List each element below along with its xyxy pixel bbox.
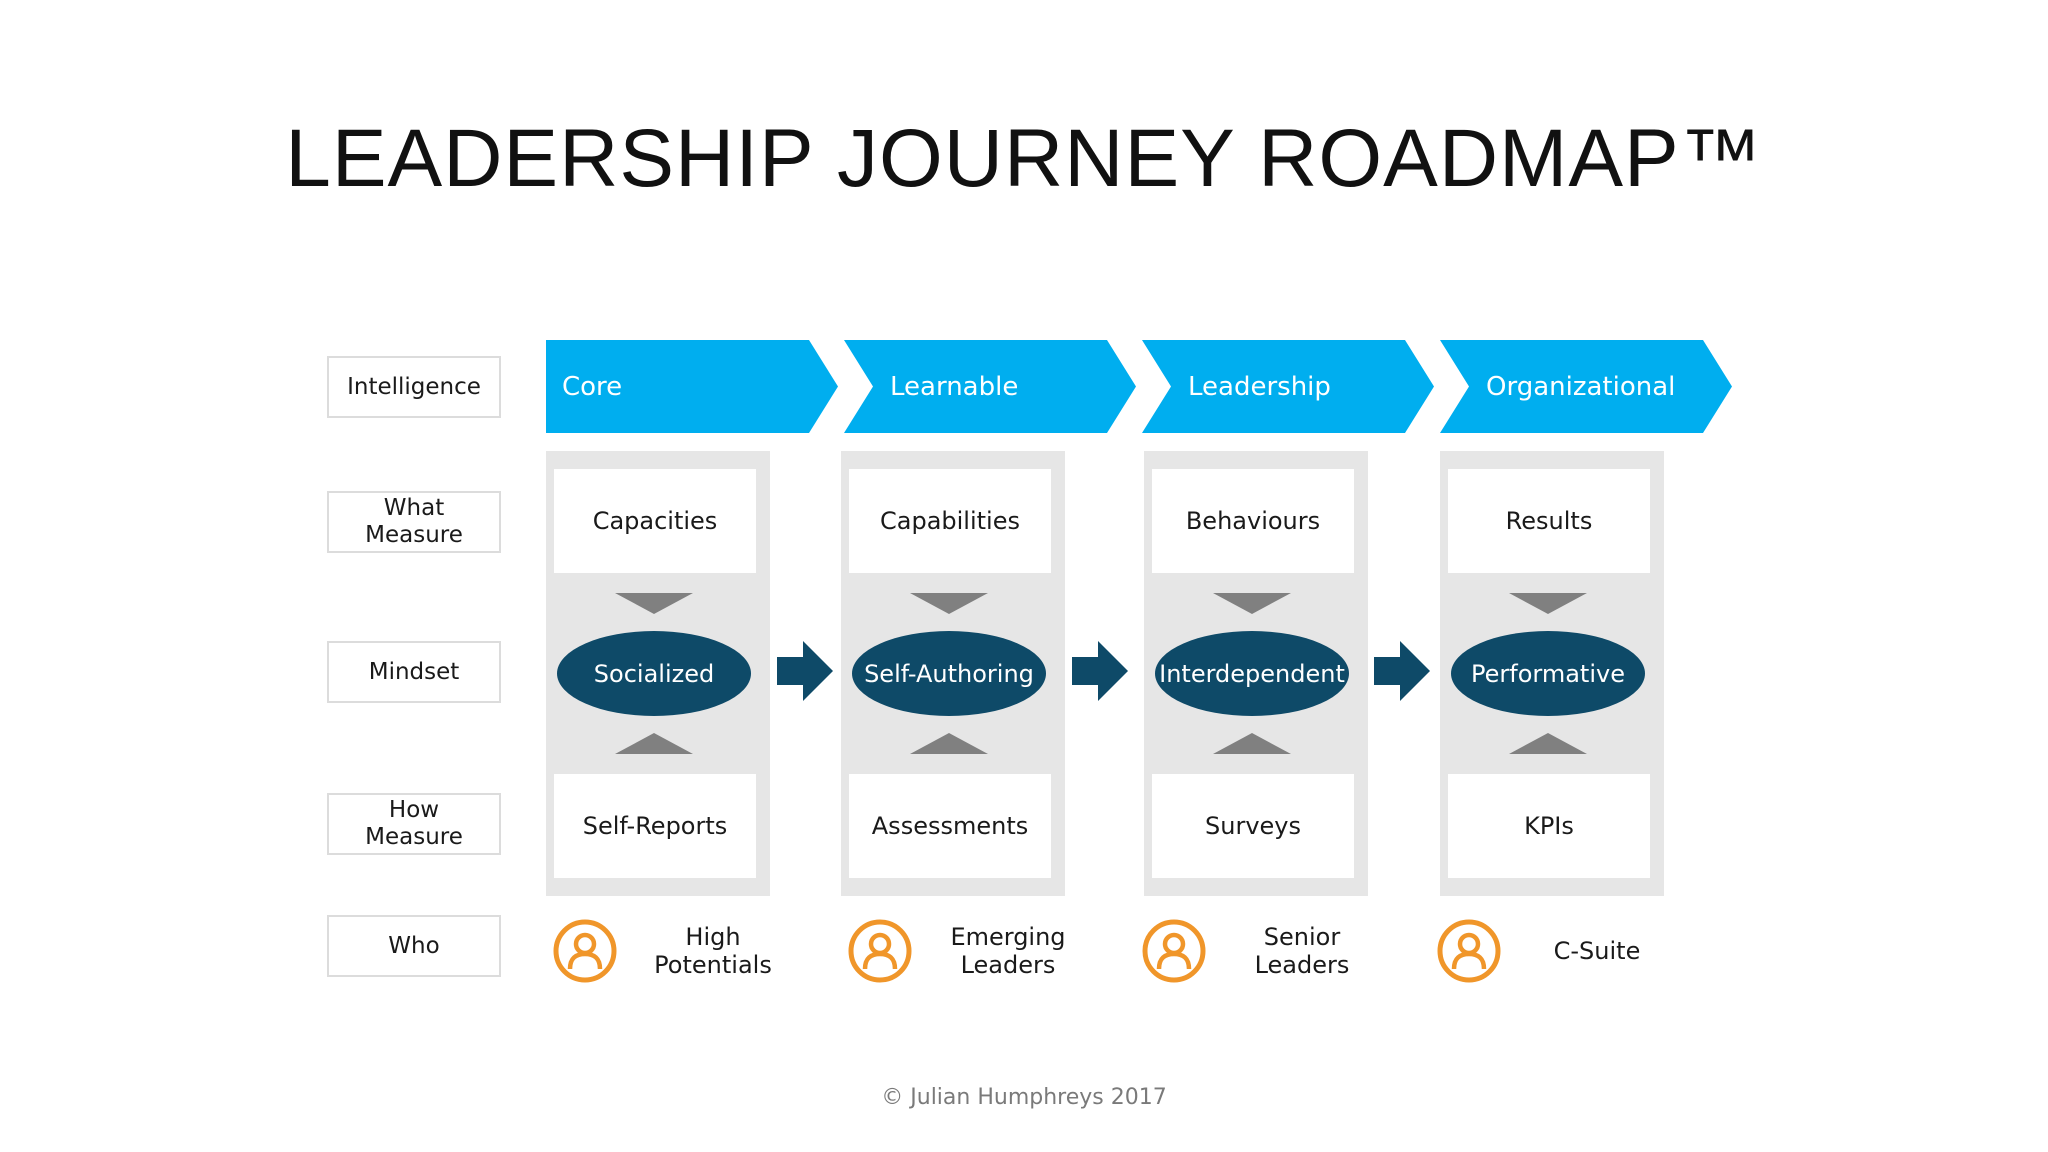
stage-column-4: Results Performative KPIs: [1440, 451, 1664, 896]
arrow-right-icon: [1374, 641, 1430, 701]
chevron-stage-2: Learnable: [844, 340, 1136, 433]
mindset-ellipse: Self-Authoring: [852, 631, 1046, 716]
arrow-right-icon: [777, 641, 833, 701]
chevron-label: Learnable: [890, 371, 1019, 402]
who-label: Emerging Leaders: [950, 923, 1066, 979]
who-label: C-Suite: [1553, 937, 1641, 965]
mindset-ellipse: Interdependent: [1155, 631, 1349, 716]
stage-column-3: Behaviours Interdependent Surveys: [1144, 451, 1368, 896]
stage-column-1: Capacities Socialized Self-Reports: [546, 451, 770, 896]
stage-column-2: Capabilities Self-Authoring Assessments: [841, 451, 1065, 896]
triangle-up-icon: [910, 733, 988, 754]
chevron-label: Organizational: [1486, 371, 1676, 402]
what-measure-card: Capabilities: [849, 469, 1051, 573]
what-measure-card: Results: [1448, 469, 1650, 573]
row-label-text: Intelligence: [347, 373, 481, 400]
what-measure-card: Capacities: [554, 469, 756, 573]
chevron-stage-4: Organizational: [1440, 340, 1732, 433]
row-label-mindset: Mindset: [327, 641, 501, 703]
person-circle-icon: [1437, 919, 1501, 983]
triangle-up-icon: [1509, 733, 1587, 754]
row-label-how-measure: How Measure: [327, 793, 501, 855]
triangle-down-icon: [1213, 593, 1291, 614]
person-circle-icon: [553, 919, 617, 983]
row-label-text: How Measure: [365, 797, 463, 850]
person-circle-icon: [848, 919, 912, 983]
how-measure-card: KPIs: [1448, 774, 1650, 878]
mindset-ellipse: Socialized: [557, 631, 751, 716]
chevron-stage-1: Core: [546, 340, 838, 433]
row-label-what-measure: What Measure: [327, 491, 501, 553]
triangle-up-icon: [1213, 733, 1291, 754]
row-label-intelligence: Intelligence: [327, 356, 501, 418]
chevron-label: Leadership: [1188, 371, 1331, 402]
row-label-text: Mindset: [368, 658, 460, 685]
how-measure-card: Self-Reports: [554, 774, 756, 878]
triangle-up-icon: [615, 733, 693, 754]
triangle-down-icon: [1509, 593, 1587, 614]
who-stage-1: High Potentials: [552, 912, 808, 990]
chevron-label: Core: [562, 371, 623, 402]
row-label-text: What Measure: [365, 495, 463, 548]
chevron-stage-3: Leadership: [1142, 340, 1434, 433]
triangle-down-icon: [910, 593, 988, 614]
row-label-who: Who: [327, 915, 501, 977]
triangle-down-icon: [615, 593, 693, 614]
mindset-ellipse: Performative: [1451, 631, 1645, 716]
person-circle-icon: [1142, 919, 1206, 983]
row-label-text: Who: [388, 932, 440, 959]
arrow-right-icon: [1072, 641, 1128, 701]
how-measure-card: Assessments: [849, 774, 1051, 878]
who-label: Senior Leaders: [1254, 923, 1350, 979]
copyright-footer: © Julian Humphreys 2017: [881, 1085, 1167, 1110]
who-label: High Potentials: [654, 923, 772, 979]
page-title: LEADERSHIP JOURNEY ROADMAP™: [285, 113, 1763, 204]
what-measure-card: Behaviours: [1152, 469, 1354, 573]
how-measure-card: Surveys: [1152, 774, 1354, 878]
who-stage-2: Emerging Leaders: [847, 912, 1103, 990]
who-stage-4: C-Suite: [1436, 912, 1692, 990]
who-stage-3: Senior Leaders: [1141, 912, 1397, 990]
